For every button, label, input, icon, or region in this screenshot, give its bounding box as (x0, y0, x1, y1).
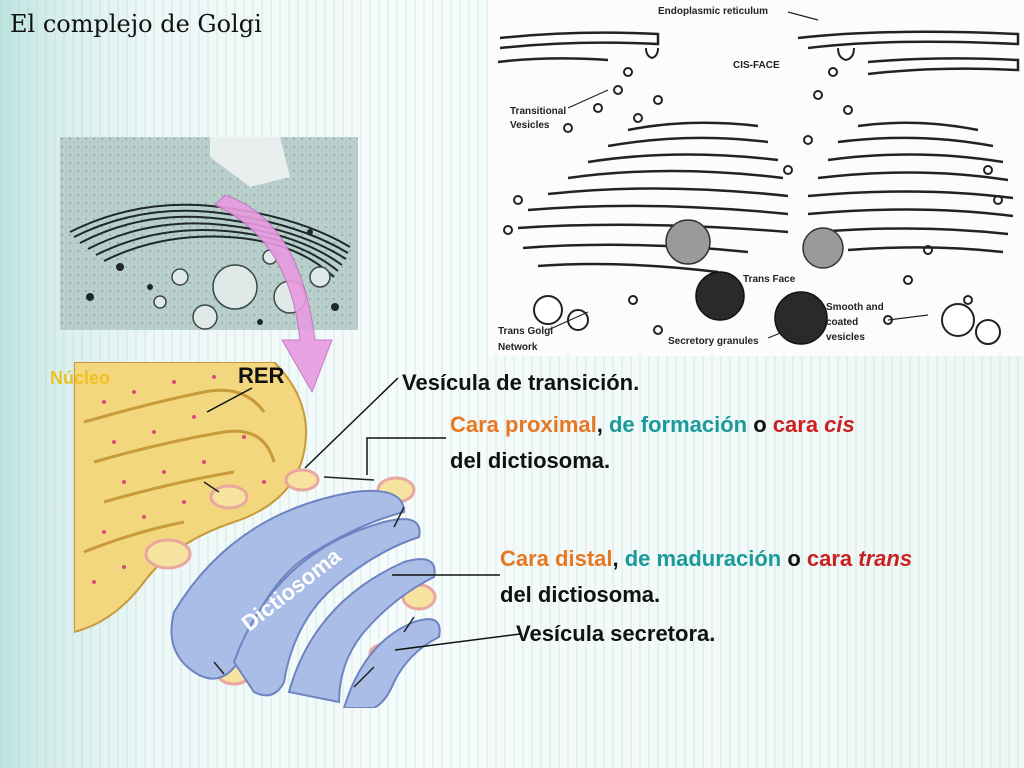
trans-maduracion: de maduración (624, 546, 782, 571)
em-label-cis-face: CIS-FACE (733, 60, 780, 71)
em-label-secretory: Secretory granules (668, 336, 759, 347)
cara-cis-line1: Cara proximal, de formación o cara cis (450, 412, 855, 438)
electron-micrograph (60, 137, 358, 330)
trans-trans: trans (858, 546, 913, 571)
em-label-smooth-3: vesicles (826, 332, 865, 343)
cis-comma: , (596, 412, 609, 437)
em-label-er: Endoplasmic reticulum (658, 6, 768, 17)
em-label-trans-face: Trans Face (743, 274, 796, 285)
em-label-tgn-2: Network (498, 342, 538, 353)
em-label-tgn-1: Trans Golgi (498, 326, 553, 337)
em-label-smooth-2: coated (826, 317, 858, 328)
cara-trans-line2: del dictiosoma. (500, 582, 661, 607)
micrograph-image (60, 137, 358, 330)
trans-comma: , (612, 546, 625, 571)
golgi-schematic-svg: Endoplasmic reticulum CIS-FACE Transitio… (488, 0, 1024, 356)
cis-cara: cara (772, 412, 825, 437)
cis-proximal: Cara proximal (450, 412, 597, 437)
nucleo-label: Núcleo (50, 368, 111, 388)
golgi-em-schematic: Endoplasmic reticulum CIS-FACE Transitio… (488, 0, 1024, 356)
trans-cara: cara (806, 546, 859, 571)
cis-cis: cis (824, 412, 855, 437)
cis-o: o (747, 412, 773, 437)
em-label-transitional-1: Transitional (510, 106, 566, 117)
cara-cis-line2: del dictiosoma. (450, 448, 611, 473)
rer-label: RER (238, 363, 285, 388)
em-label-transitional-2: Vesicles (510, 120, 550, 131)
vesicula-transicion-label: Vesícula de transición. (402, 370, 640, 395)
cara-trans-line1: Cara distal, de maduración o cara trans (500, 546, 912, 572)
trans-o: o (781, 546, 807, 571)
trans-distal: Cara distal (500, 546, 613, 571)
cis-formacion: de formación (608, 412, 748, 437)
dictiosoma-diagram: Dictiosoma (74, 362, 462, 708)
slide-title: El complejo de Golgi (10, 10, 262, 38)
vesicula-secretora-label: Vesícula secretora. (516, 621, 716, 646)
dictiosoma-svg: Dictiosoma (74, 362, 441, 708)
em-label-smooth-1: Smooth and (826, 302, 884, 313)
